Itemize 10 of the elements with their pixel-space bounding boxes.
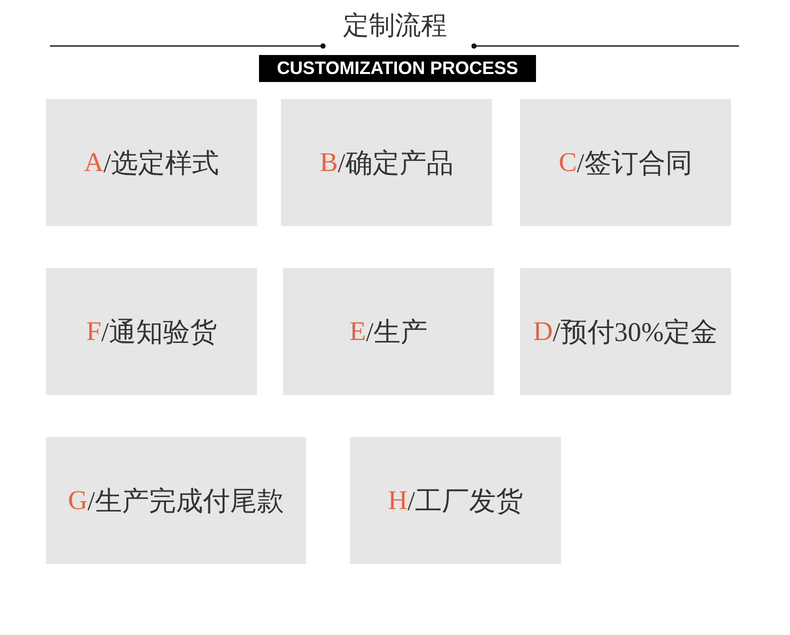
subtitle-banner: CUSTOMIZATION PROCESS: [259, 55, 536, 82]
step-box: A/选定样式: [46, 99, 257, 226]
step-box: C/签订合同: [520, 99, 731, 226]
step-box: D/预付30%定金: [520, 268, 731, 395]
step-box: F/通知验货: [46, 268, 257, 395]
step-box: H/工厂发货: [350, 437, 561, 564]
step-box: B/确定产品: [281, 99, 492, 226]
step-box: E/生产: [283, 268, 494, 395]
title: 定制流程: [342, 10, 448, 43]
step-box: G/生产完成付尾款: [46, 437, 306, 564]
